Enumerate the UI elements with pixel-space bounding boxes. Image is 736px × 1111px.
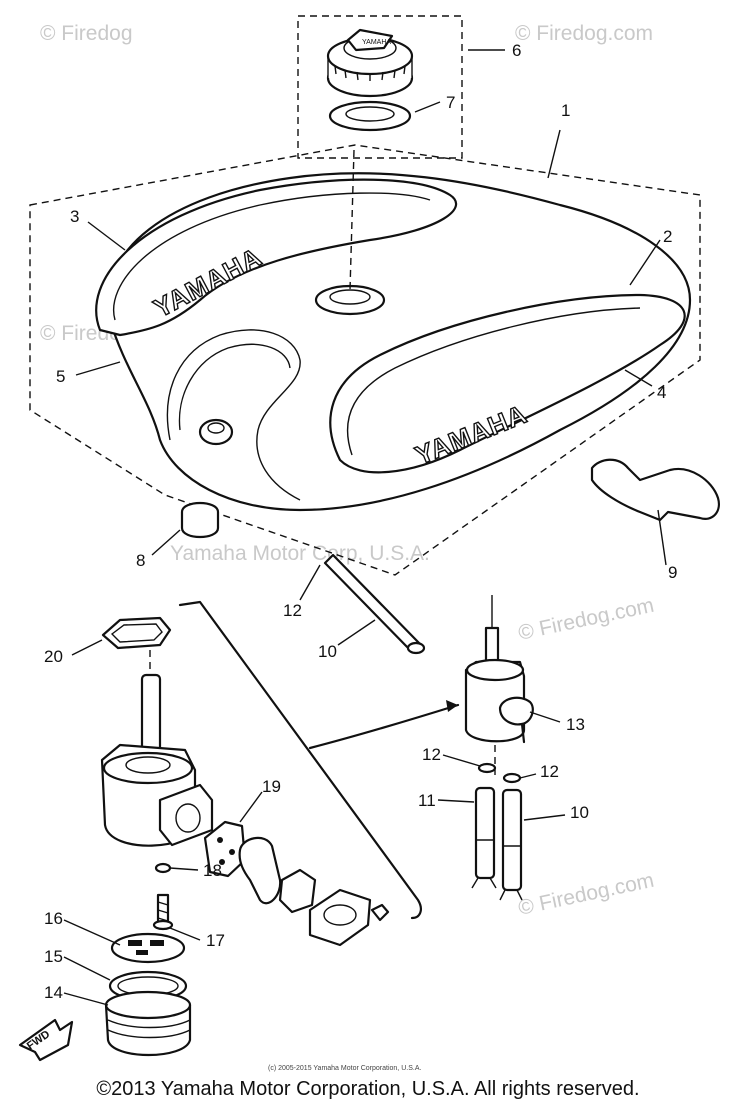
callout-20: 20 <box>44 647 63 666</box>
fuel-cap: YAMAHA <box>326 28 414 98</box>
grommet <box>180 501 220 539</box>
callout-11: 11 <box>418 791 436 810</box>
tank-assembly-outline <box>29 144 701 576</box>
leader-lines <box>63 49 667 1006</box>
exploded-view-bracket <box>178 600 422 920</box>
callout-15: 15 <box>44 947 63 966</box>
fuel-cock-right <box>464 595 534 775</box>
callout-19: 19 <box>262 777 281 796</box>
fuel-cock-exploded <box>100 650 214 847</box>
callout-5: 5 <box>56 367 65 386</box>
callout-14: 14 <box>44 983 63 1002</box>
watermark-right-1: © Firedog.com <box>516 594 656 645</box>
callout-10-right: 10 <box>570 803 589 822</box>
cap-gasket <box>328 100 412 132</box>
callout-12-right: 12 <box>540 762 559 781</box>
callout-12-top: 12 <box>283 601 302 620</box>
fuel-pipe-top <box>323 553 426 655</box>
callout-9: 9 <box>668 563 677 582</box>
filter-screen <box>110 932 186 964</box>
fuel-hoses-right <box>471 786 523 901</box>
copyright-footer: ©2013 Yamaha Motor Corporation, U.S.A. A… <box>96 1078 640 1100</box>
fwd-arrow-icon: FWD <box>18 1018 74 1062</box>
watermark-center: Yamaha Motor Corp, U.S.A. <box>170 542 430 565</box>
valve-lever <box>238 836 282 905</box>
callout-18: 18 <box>203 861 222 880</box>
callout-7: 7 <box>446 93 455 112</box>
watermark-top-right: © Firedog.com <box>515 22 653 45</box>
cap-inset-box <box>297 15 463 159</box>
callout-8: 8 <box>136 551 145 570</box>
callout-1: 1 <box>561 101 570 120</box>
tank-damper <box>590 458 720 522</box>
lever-screw <box>370 903 390 922</box>
callout-numbers: 6 7 1 3 2 5 4 8 9 12 10 13 12 12 11 10 2… <box>44 41 677 1002</box>
valve-spring-plate <box>278 868 317 914</box>
callout-16: 16 <box>44 909 63 928</box>
watermark-top-left: © Firedog <box>40 22 133 45</box>
small-copyright: (c) 2005-2015 Yamaha Motor Corporation, … <box>268 1065 421 1072</box>
callout-3: 3 <box>70 207 79 226</box>
fuel-tank: YAMAHA YAMAHA <box>95 149 692 512</box>
drain-screw <box>152 893 174 931</box>
callout-12-left: 12 <box>422 745 441 764</box>
hose-clip-left <box>477 762 497 774</box>
o-ring-18 <box>154 862 172 874</box>
cap-emblem-text: YAMAHA <box>362 39 391 46</box>
callout-13: 13 <box>566 715 585 734</box>
callout-2: 2 <box>663 227 672 246</box>
filter-cup <box>104 990 192 1056</box>
parts-diagram: © Firedog © Firedog.com © Firedog.com © … <box>18 15 720 1072</box>
callout-6: 6 <box>512 41 521 60</box>
lever-cover <box>308 888 372 947</box>
callout-4: 4 <box>657 383 666 402</box>
watermark-right-2: © Firedog.com <box>516 869 656 920</box>
callout-10-top: 10 <box>318 642 337 661</box>
callout-17: 17 <box>206 931 225 950</box>
hose-clip-right <box>502 772 522 784</box>
